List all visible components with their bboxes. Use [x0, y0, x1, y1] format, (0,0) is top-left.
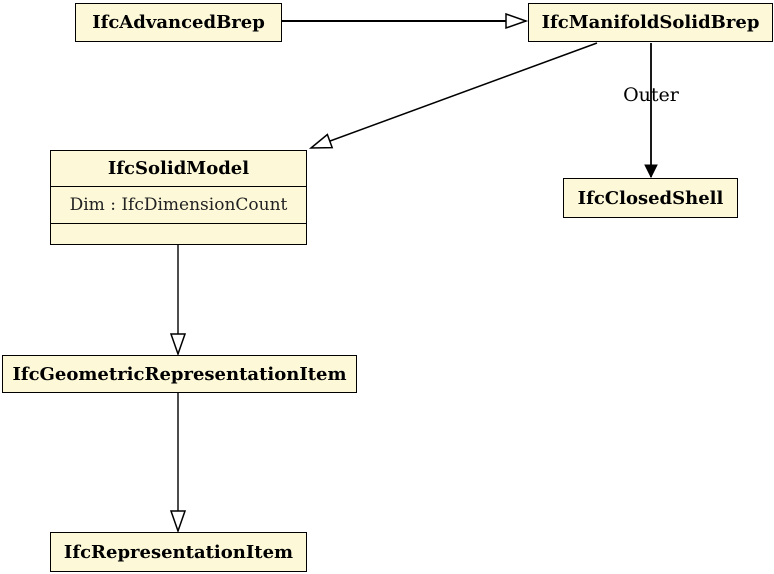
node-ifcsolidmodel-operations-empty	[51, 224, 306, 242]
node-ifcgeometricrepresentationitem[interactable]: IfcGeometricRepresentationItem	[2, 355, 357, 393]
node-ifcrepresentationitem-label: IfcRepresentationItem	[63, 541, 294, 563]
node-ifcclosedshell[interactable]: IfcClosedShell	[563, 178, 738, 218]
node-ifcsolidmodel-label: IfcSolidModel	[107, 158, 250, 179]
node-ifcadvancedbrep[interactable]: IfcAdvancedBrep	[75, 3, 282, 42]
node-ifcmanifoldsolidbrep[interactable]: IfcManifoldSolidBrep	[528, 3, 773, 42]
node-ifcsolidmodel-attribute-dim: Dim : IfcDimensionCount	[69, 195, 288, 215]
node-ifcclosedshell-label: IfcClosedShell	[577, 187, 724, 209]
node-ifcgeometricrepresentationitem-label: IfcGeometricRepresentationItem	[12, 363, 347, 385]
node-ifcmanifoldsolidbrep-label: IfcManifoldSolidBrep	[541, 12, 760, 33]
node-ifcadvancedbrep-label: IfcAdvancedBrep	[92, 12, 265, 33]
node-ifcsolidmodel[interactable]: IfcSolidModel Dim : IfcDimensionCount	[50, 150, 307, 245]
node-ifcsolidmodel-title: IfcSolidModel	[51, 151, 306, 187]
edge-label-outer: Outer	[623, 84, 679, 106]
node-ifcsolidmodel-attributes: Dim : IfcDimensionCount	[51, 187, 306, 224]
edge-manifoldsolidbrep-to-solidmodel	[311, 42, 598, 148]
node-ifcrepresentationitem[interactable]: IfcRepresentationItem	[50, 532, 307, 572]
